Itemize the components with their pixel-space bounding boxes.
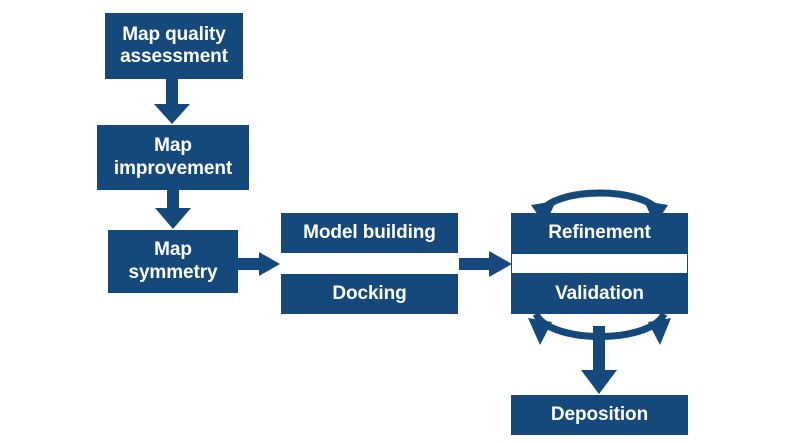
connector-validation-to-deposition [581, 326, 617, 394]
node-map-quality-assessment[interactable]: Map quality assessment [105, 13, 243, 79]
node-validation[interactable]: Validation [511, 274, 688, 314]
cycle-stack-divider [511, 253, 688, 274]
node-map-improvement[interactable]: Map improvement [97, 125, 249, 190]
connector-building-to-refinement [459, 251, 512, 277]
node-label: Map quality assessment [120, 23, 228, 67]
node-label: Deposition [550, 403, 649, 425]
node-label: Model building [303, 221, 436, 243]
node-label: Docking [332, 282, 407, 304]
connector-cycle-bottom-arc [528, 312, 671, 345]
node-model-building[interactable]: Model building [281, 213, 458, 253]
connector-symmetry-to-building [238, 252, 280, 276]
node-label: Map improvement [113, 135, 233, 179]
connector-improvement-to-symmetry [155, 190, 191, 229]
node-label: Map symmetry [128, 239, 218, 283]
node-docking[interactable]: Docking [281, 274, 458, 314]
node-refinement[interactable]: Refinement [511, 213, 688, 253]
node-label: Refinement [548, 221, 651, 243]
connector-quality-to-improvement [154, 79, 190, 124]
node-map-symmetry[interactable]: Map symmetry [108, 230, 238, 293]
node-deposition[interactable]: Deposition [511, 395, 688, 435]
node-label: Validation [555, 282, 644, 304]
